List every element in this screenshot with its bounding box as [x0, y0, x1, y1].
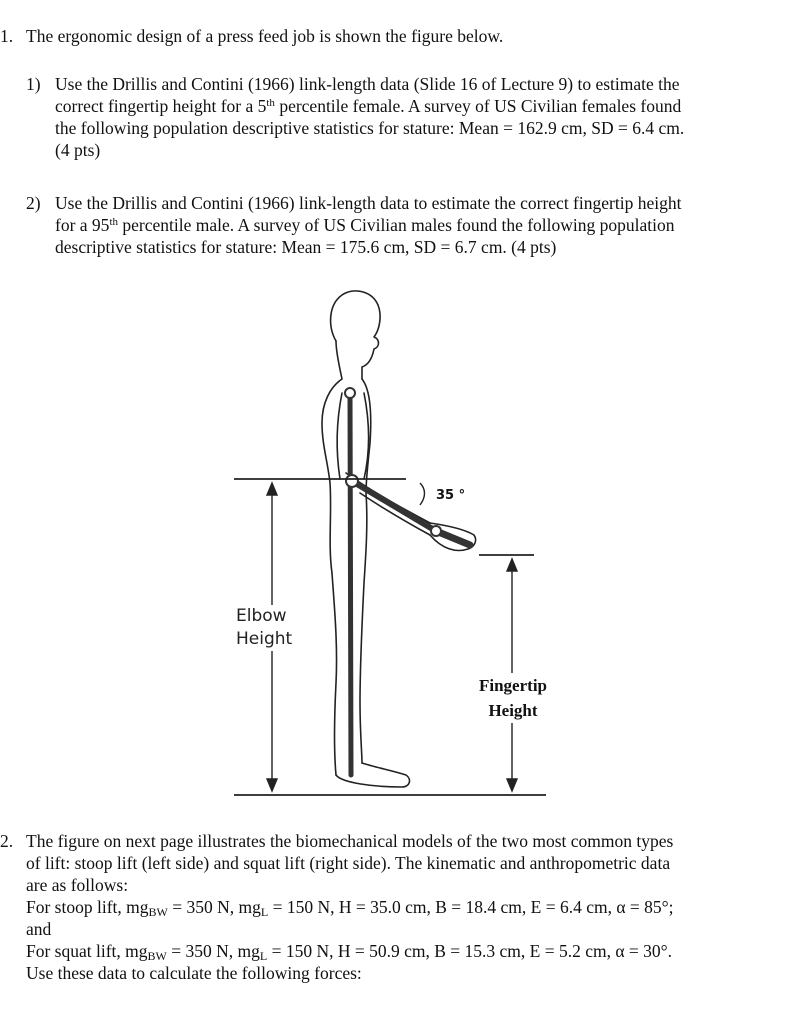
stoop-lift-data: For stoop lift, mgBW = 350 N, mgL = 150 …: [26, 897, 674, 919]
question-1-number: 1.: [0, 26, 14, 46]
forearm-link: [349, 478, 439, 534]
fingertip-arrow-bottom: [505, 778, 519, 793]
foot-outline: [335, 762, 411, 788]
part-1-line: correct fingertip height for a 5th perce…: [55, 96, 682, 116]
and-connector: and: [26, 919, 52, 939]
hand-outline: [429, 522, 477, 552]
angle-label: 35 °: [436, 488, 466, 503]
spine-link: [347, 390, 354, 778]
fingertip-arrow-top: [505, 557, 519, 572]
part-2-line: Use the Drillis and Contini (1966) link-…: [55, 193, 682, 213]
hand-link: [432, 527, 474, 549]
part-2-line: descriptive statistics for stature: Mean…: [55, 237, 557, 257]
elbow-height-label: Elbow Height: [236, 605, 308, 651]
press-feed-figure: 35 ° Elbow Height Fingertip Height: [224, 283, 554, 803]
elbow-arrow-bottom: [265, 778, 279, 793]
question-2-line: are as follows:: [26, 875, 129, 895]
part-1-number: 1): [26, 74, 41, 94]
part-1-line: Use the Drillis and Contini (1966) link-…: [55, 74, 680, 94]
elbow-arrow-top: [265, 481, 279, 496]
fingertip-height-label: Fingertip Height: [472, 673, 554, 723]
question-2-line: of lift: stoop lift (left side) and squa…: [26, 853, 671, 873]
question-2-text: The figure on next page illustrates the …: [26, 830, 673, 984]
question-2-instruction: Use these data to calculate the followin…: [26, 963, 362, 983]
angle-arc: [419, 482, 426, 506]
question-1-intro: The ergonomic design of a press feed job…: [26, 26, 504, 46]
part-1-line: the following population descriptive sta…: [55, 118, 685, 138]
part-1-text: Use the Drillis and Contini (1966) link-…: [55, 73, 684, 161]
front-outline: [359, 378, 372, 764]
head-outline: [329, 290, 381, 380]
upper-arm-outline: [336, 392, 370, 480]
shoulder-joint: [344, 387, 356, 399]
standing-worker-diagram: [234, 290, 546, 796]
elbow-joint: [345, 474, 359, 488]
part-2-number: 2): [26, 193, 41, 213]
squat-lift-data: For squat lift, mgBW = 350 N, mgL = 150 …: [26, 941, 673, 963]
part-1-points: (4 pts): [55, 140, 101, 160]
question-2-line: The figure on next page illustrates the …: [26, 831, 674, 851]
back-outline: [321, 340, 343, 776]
part-2-text: Use the Drillis and Contini (1966) link-…: [55, 192, 681, 258]
wrist-joint: [430, 525, 442, 537]
question-2-number: 2.: [0, 831, 14, 851]
part-2-line: for a 95th percentile male. A survey of …: [55, 215, 675, 235]
